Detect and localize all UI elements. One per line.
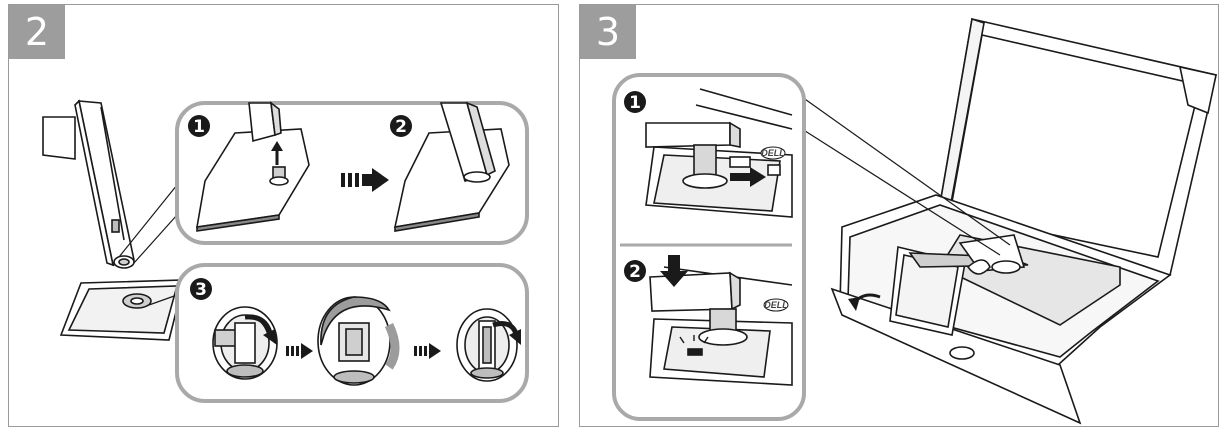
thumbscrew-stage-c [456, 308, 518, 382]
step-2-figure [393, 101, 510, 232]
svg-text:DELL: DELL [761, 148, 785, 158]
svg-text:1: 1 [629, 93, 641, 113]
dell-logo: DELL [763, 298, 789, 312]
click-indicator [679, 335, 709, 344]
thumbscrew-stage-b [317, 296, 391, 386]
svg-text:1: 1 [193, 117, 205, 137]
inset-step-1-figure [645, 88, 793, 218]
callout-2: 2 [624, 260, 646, 282]
svg-text:DELL: DELL [764, 300, 788, 310]
stand-in-box [889, 234, 1029, 336]
callout-3: 3 [190, 278, 212, 300]
step-3-panel: 3 [579, 4, 1219, 427]
arrow-down-icon [660, 255, 688, 287]
triple-bar-arrow-icon [414, 343, 441, 359]
open-box [830, 17, 1217, 425]
triple-bar-arrow-icon [341, 168, 389, 192]
step-badge: 2 [9, 5, 65, 59]
triple-bar-arrow-icon [286, 343, 313, 359]
stand-riser [42, 99, 135, 269]
svg-text:3: 3 [195, 280, 207, 300]
thumbscrew-stage-a [212, 306, 278, 380]
step-badge: 3 [580, 5, 636, 59]
rotate-arrow-icon [384, 323, 400, 370]
dell-logo: DELL [760, 146, 786, 160]
arrow-right-icon [730, 167, 766, 187]
step-1-figure [196, 101, 310, 232]
stand-base [59, 279, 186, 341]
arrow-up-icon-head [271, 141, 283, 151]
step-2-panel: 2 [8, 4, 559, 427]
step-3-illustration: DELL DELL 1 2 [612, 17, 1217, 425]
step-2-illustration: 1 2 3 [42, 99, 529, 403]
callout-2: 2 [390, 115, 412, 137]
callout-1: 1 [188, 115, 210, 137]
svg-text:2: 2 [629, 262, 641, 282]
svg-text:2: 2 [395, 117, 407, 137]
callout-1: 1 [624, 91, 646, 113]
